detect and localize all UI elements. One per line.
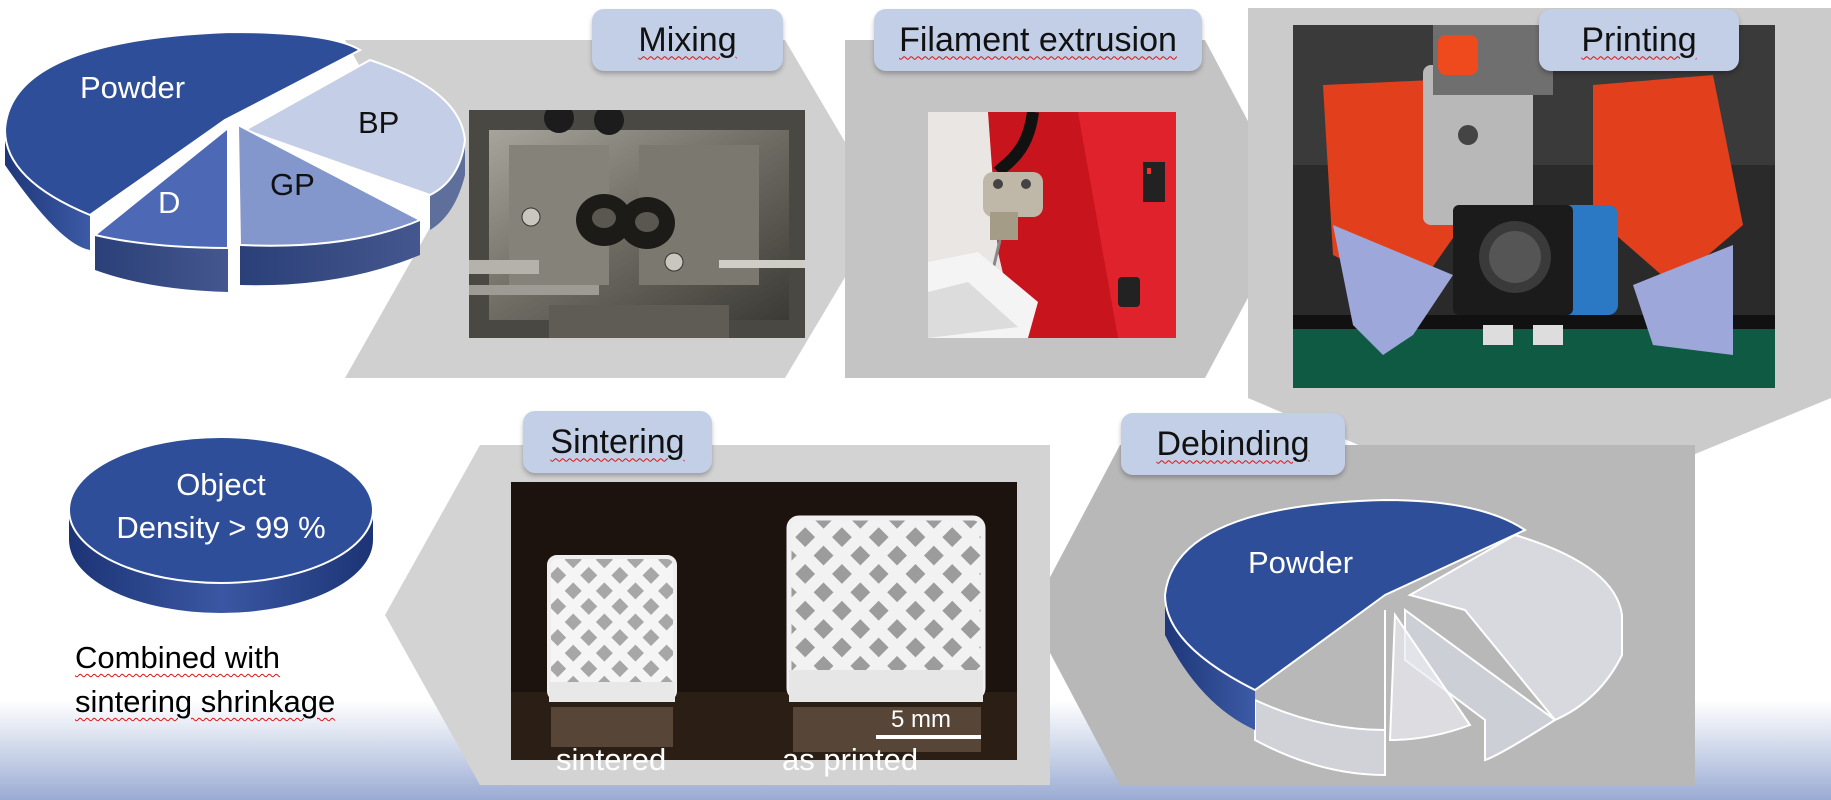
step-label-printing: Printing xyxy=(1539,9,1739,71)
ghost-slice-bottom-center xyxy=(1388,611,1472,742)
result-line-2: Density > 99 % xyxy=(116,510,325,545)
ghost-slice-bottom xyxy=(1254,610,1386,777)
step-label-sintering: Sintering xyxy=(523,411,712,473)
debound-pie-label-powder: Powder xyxy=(1248,545,1353,580)
bp-slice xyxy=(242,58,467,197)
sintered-parts-photo: 5 mm xyxy=(511,482,1017,760)
label-sintered: sintered xyxy=(556,742,667,777)
gp-slice-side xyxy=(240,220,420,286)
pie-label-bp: BP xyxy=(358,105,399,140)
pie-label-powder: Powder xyxy=(80,70,185,105)
sintered-part xyxy=(547,555,677,701)
extruder-photo xyxy=(928,112,1176,338)
debound-pie-chart: Powder xyxy=(1163,498,1623,777)
result-line-1: Object xyxy=(176,467,266,502)
d-slice xyxy=(92,125,229,250)
label-as-printed: as printed xyxy=(782,742,919,777)
step-label-mixing: Mixing xyxy=(592,9,783,71)
printer-photo xyxy=(1293,25,1775,388)
powder-slice xyxy=(3,30,363,217)
shrinkage-note: Combined with sintering shrinkage xyxy=(75,636,335,724)
debound-powder-slice xyxy=(1163,498,1528,692)
step-label-extrusion: Filament extrusion xyxy=(874,9,1202,71)
feedstock-pie-chart: Powder BP GP D xyxy=(3,30,467,292)
result-disk: Object Density > 99 % xyxy=(68,436,374,613)
d-slice-side xyxy=(95,235,228,292)
note-line-1: Combined with xyxy=(75,640,281,675)
mixer-photo xyxy=(469,110,805,338)
scale-bar-label: 5 mm xyxy=(891,706,951,733)
note-line-2: sintering shrinkage xyxy=(75,684,336,719)
pie-label-d: D xyxy=(158,185,180,220)
pie-label-gp: GP xyxy=(270,167,315,202)
step-label-debinding: Debinding xyxy=(1121,413,1345,475)
ghost-slice-bottom-right xyxy=(1404,608,1557,762)
ghost-slice-right xyxy=(1407,533,1623,722)
gp-slice xyxy=(236,123,423,247)
